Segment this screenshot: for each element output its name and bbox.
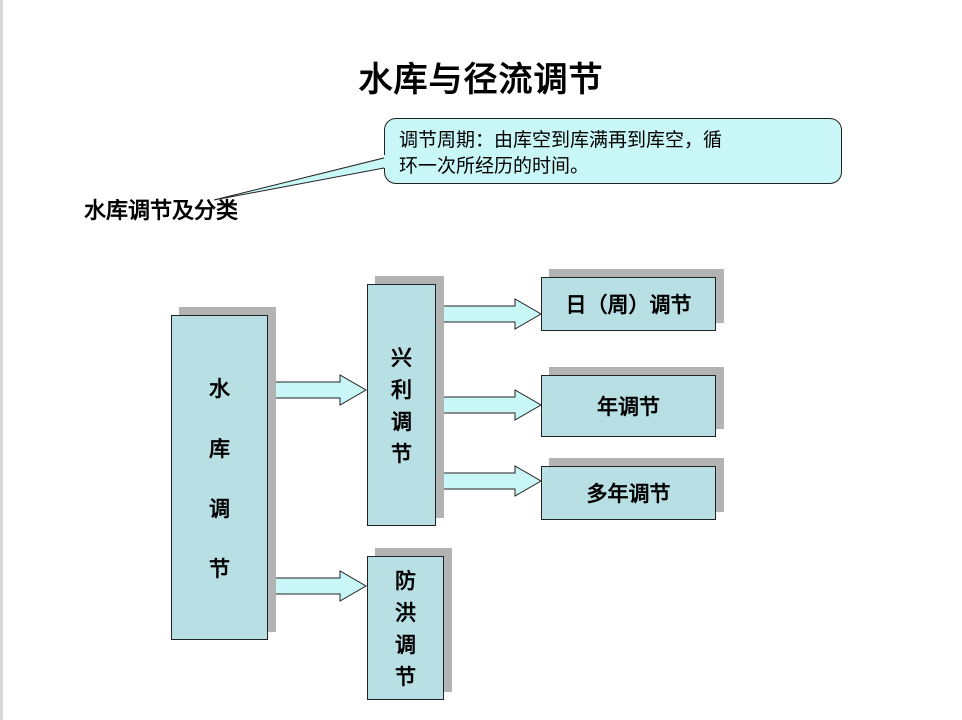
daily-regulation-label: 日（周）调节	[565, 293, 692, 317]
callout-line-1: 调节周期：由库空到库满再到库空，循	[399, 129, 723, 151]
section-heading: 水库调节及分类	[84, 199, 239, 224]
daily-regulation-box: 日（周）调节	[541, 277, 716, 331]
callout-bubble: 调节周期：由库空到库满再到库空，循 环一次所经历的时间。	[384, 118, 842, 184]
root-char-1: 水	[209, 376, 230, 401]
multi-year-regulation-label: 多年调节	[586, 482, 671, 506]
annual-regulation-label: 年调节	[597, 395, 660, 419]
arrow-xingli-to-annual	[435, 389, 543, 421]
callout-line-2: 环一次所经历的时间。	[399, 155, 590, 177]
slide-left-border	[0, 0, 3, 720]
arrow-root-to-fanghong	[261, 570, 368, 602]
xingli-char-2: 利	[391, 378, 412, 402]
root-char-4: 节	[209, 556, 230, 581]
page-title: 水库与径流调节	[358, 60, 604, 100]
root-char-3: 调	[209, 496, 230, 521]
arrow-root-to-xingli	[261, 374, 368, 406]
xingli-char-4: 节	[391, 442, 412, 466]
annual-regulation-box: 年调节	[541, 375, 716, 437]
multi-year-regulation-box: 多年调节	[541, 466, 716, 520]
reservoir-regulation-box: 水 库 调 节	[171, 315, 268, 640]
xingli-char-3: 调	[391, 410, 412, 434]
xingli-char-1: 兴	[391, 346, 412, 370]
arrow-xingli-to-daily	[435, 298, 543, 330]
fanghong-char-3: 调	[395, 633, 416, 657]
root-char-2: 库	[209, 436, 230, 461]
beneficial-regulation-box: 兴 利 调 节	[367, 284, 436, 526]
fanghong-char-4: 节	[395, 665, 416, 689]
flood-control-regulation-box: 防 洪 调 节	[367, 556, 444, 700]
fanghong-char-2: 洪	[395, 601, 416, 625]
arrow-xingli-to-multiyear	[435, 465, 543, 497]
fanghong-char-1: 防	[395, 569, 416, 593]
